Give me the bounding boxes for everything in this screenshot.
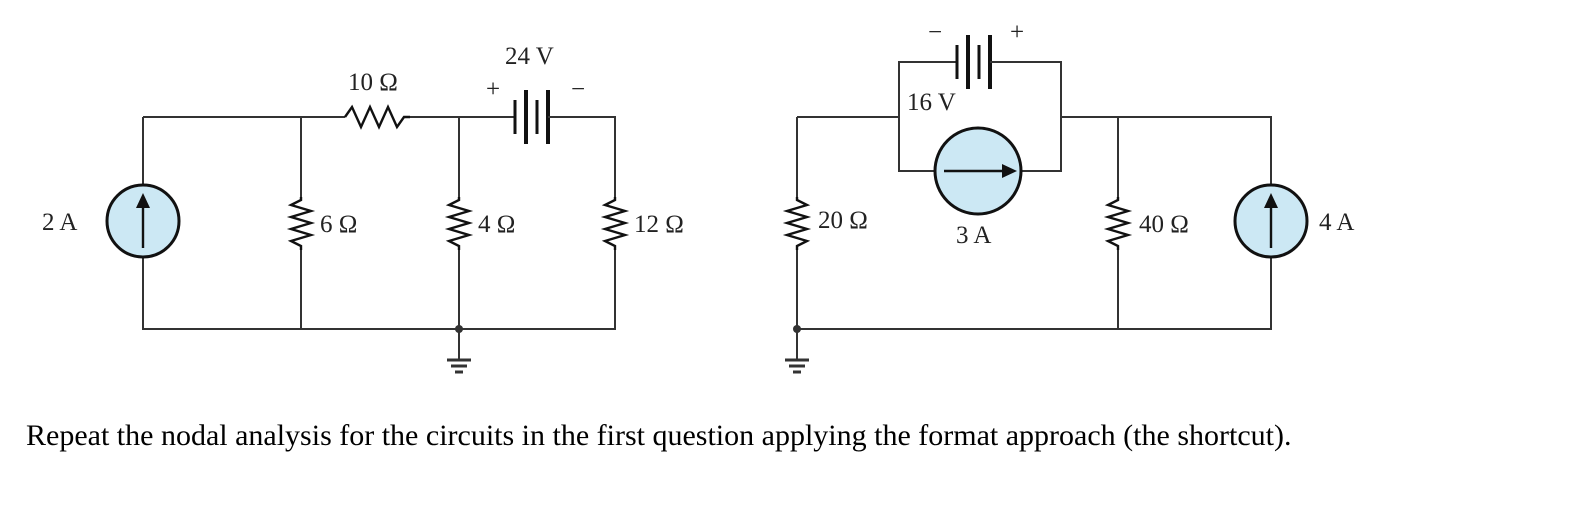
battery-minus-sign: −	[928, 19, 942, 46]
battery-16v	[955, 35, 999, 89]
label-16v: 16 V	[907, 89, 956, 116]
resistor-4-ohm	[444, 197, 474, 250]
battery-plus-sign: +	[486, 76, 500, 103]
node-dot	[455, 325, 463, 333]
question-text: Repeat the nodal analysis for the circui…	[26, 419, 1292, 452]
circuit-b-wires	[796, 61, 1272, 360]
label-12-ohm: 12 Ω	[634, 211, 684, 238]
label-40-ohm: 40 Ω	[1139, 211, 1189, 238]
ground-symbol	[785, 358, 809, 374]
label-4-ohm: 4 Ω	[478, 211, 515, 238]
battery-plus-sign: +	[1010, 19, 1024, 46]
label-24v: 24 V	[505, 43, 554, 70]
label-6-ohm: 6 Ω	[320, 211, 357, 238]
circuit-a-wires	[142, 116, 616, 360]
label-2a: 2 A	[42, 209, 77, 236]
circuit-figure: 2 A 10 Ω 24 V + − 6 Ω 4 Ω 12 Ω	[42, 19, 1354, 374]
resistor-12-ohm	[600, 197, 630, 250]
node-dot	[793, 325, 801, 333]
resistor-40-ohm	[1103, 197, 1133, 250]
circuit-a: 2 A 10 Ω 24 V + − 6 Ω 4 Ω 12 Ω	[42, 43, 684, 374]
label-3a: 3 A	[956, 222, 991, 249]
battery-minus-sign: −	[571, 76, 585, 103]
resistor-6-ohm	[286, 197, 316, 250]
battery-24v	[513, 90, 559, 144]
label-10-ohm: 10 Ω	[348, 69, 398, 96]
label-20-ohm: 20 Ω	[818, 207, 868, 234]
resistor-20-ohm	[782, 197, 812, 250]
circuit-b: 20 Ω 16 V − + 3 A 40 Ω 4 A	[782, 19, 1354, 374]
resistor-10-ohm	[344, 104, 410, 130]
current-source-3a	[933, 126, 1023, 216]
ground-symbol	[447, 358, 471, 374]
current-source-2a	[105, 183, 181, 259]
label-4a: 4 A	[1319, 209, 1354, 236]
current-source-4a	[1233, 183, 1309, 259]
